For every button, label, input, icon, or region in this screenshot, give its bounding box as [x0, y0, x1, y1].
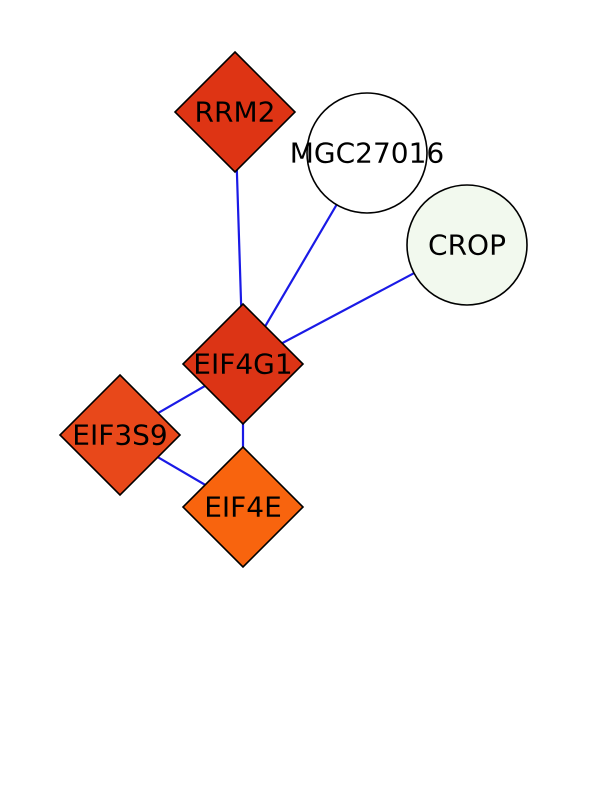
node-mgc27016[interactable]: MGC27016 [290, 92, 444, 214]
node-rrm2[interactable]: RRM2 [173, 50, 297, 174]
node-eif3s9-label: EIF3S9 [72, 419, 167, 452]
node-eif4e[interactable]: EIF4E [181, 445, 305, 569]
node-rrm2-label: RRM2 [195, 96, 276, 129]
node-eif4e-diamond [181, 445, 305, 569]
node-eif3s9-diamond [58, 373, 182, 497]
node-rrm2-diamond [173, 50, 297, 174]
node-eif4g1-label: EIF4G1 [193, 348, 292, 381]
node-crop-label: CROP [428, 229, 506, 262]
node-eif4e-label: EIF4E [204, 491, 282, 524]
node-eif3s9[interactable]: EIF3S9 [58, 373, 182, 497]
node-crop[interactable]: CROP [406, 184, 528, 306]
node-eif4g1-diamond [181, 302, 305, 426]
node-mgc27016-circle [306, 92, 428, 214]
node-eif4g1[interactable]: EIF4G1 [181, 302, 305, 426]
node-mgc27016-label: MGC27016 [290, 137, 444, 170]
node-crop-circle [406, 184, 528, 306]
